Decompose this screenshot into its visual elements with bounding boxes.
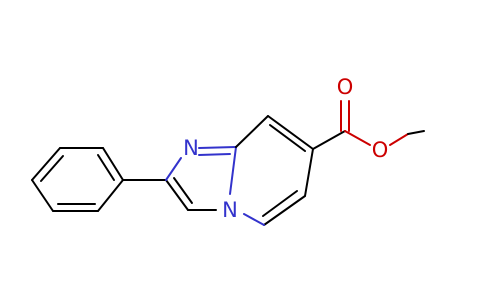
bond-c8a-c8 bbox=[235, 115, 269, 148]
bond-c8-c7 bbox=[267, 115, 314, 150]
bond-ph5-ph6 bbox=[102, 147, 124, 181]
bond-c2-n-imine bbox=[165, 157, 182, 181]
bond-o-ester-methyl bbox=[389, 133, 409, 146]
atom-o-ester: O bbox=[372, 138, 389, 162]
bond-c7-carbonyl-c bbox=[312, 130, 346, 150]
imidazole-ring bbox=[165, 146, 237, 211]
bond-carbonyl-c-o-ester bbox=[344, 130, 371, 146]
bond-ph4-ph5 bbox=[97, 179, 124, 212]
methyl-ester-group bbox=[312, 100, 425, 150]
bond-ph-inner-3 bbox=[97, 154, 115, 181]
bond-c2-c3 bbox=[165, 179, 189, 211]
bond-c8a-n-bridge bbox=[229, 146, 237, 195]
bond-ph2-ph3 bbox=[31, 179, 54, 212]
atom-n-imine: N bbox=[183, 136, 199, 160]
phenyl-ring bbox=[31, 147, 124, 212]
bond-n-imine-c8a-inner bbox=[198, 153, 231, 156]
bond-methyl bbox=[407, 130, 425, 135]
bond-ph1-ph2 bbox=[31, 147, 61, 181]
bond-c7-c6 bbox=[304, 148, 314, 197]
atom-o-carbonyl: O bbox=[337, 75, 354, 99]
bond-c6-c5-inner bbox=[262, 190, 298, 217]
bond-c2-c3-inner bbox=[173, 177, 193, 204]
bond-ph-inner-1 bbox=[40, 155, 64, 182]
bond-c6-c5 bbox=[263, 195, 306, 226]
pyridine-ring bbox=[235, 115, 314, 226]
bond-c5-n-bridge bbox=[243, 213, 265, 226]
bond-n-imine-c8a bbox=[198, 146, 237, 149]
atom-n-bridge: N bbox=[222, 198, 238, 222]
bond-c8-c7-inner bbox=[269, 124, 306, 152]
